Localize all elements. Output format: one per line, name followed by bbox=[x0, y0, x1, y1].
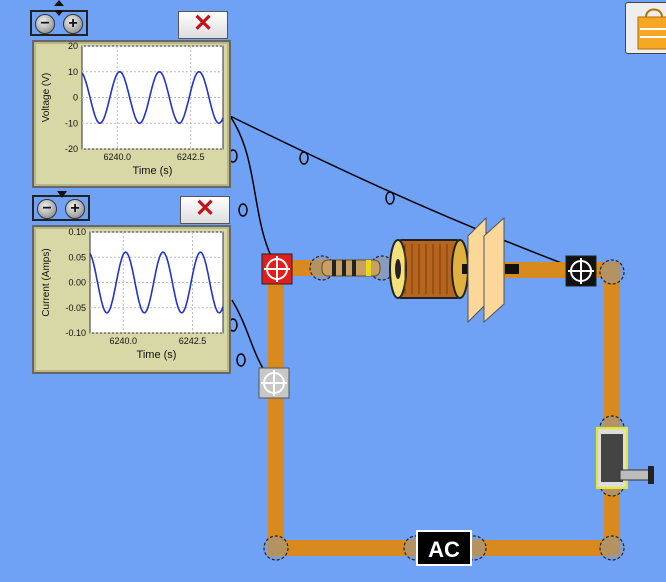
wire-junctions[interactable] bbox=[263, 255, 625, 561]
voltage-ytick-label: -10 bbox=[65, 118, 78, 128]
voltage-chart-close-button[interactable]: ✕ bbox=[178, 11, 228, 39]
current-ytick-label: 0.10 bbox=[68, 227, 86, 237]
toolbox-button[interactable] bbox=[625, 2, 666, 54]
ac-source[interactable]: AC bbox=[416, 530, 472, 566]
light-bulb[interactable] bbox=[596, 427, 654, 489]
voltage-ytick-label: 20 bbox=[68, 42, 78, 51]
voltage-series-line bbox=[81, 70, 224, 125]
inductor[interactable] bbox=[389, 239, 469, 299]
voltage-ytick-label: -20 bbox=[65, 144, 78, 154]
current-y-axis-label: Current (Amps) bbox=[41, 248, 52, 316]
current-ytick-label: -0.10 bbox=[65, 328, 86, 338]
voltage-zoom-arrows-icon[interactable] bbox=[53, 0, 65, 16]
current-x-axis-label: Time (s) bbox=[137, 349, 177, 361]
current-zoom-in-button[interactable]: + bbox=[65, 199, 85, 219]
current-zoom-out-button[interactable]: − bbox=[37, 199, 57, 219]
capacitor[interactable] bbox=[462, 216, 519, 324]
voltage-x-axis-label: Time (s) bbox=[133, 165, 173, 177]
current-ytick-label: 0.05 bbox=[68, 252, 86, 262]
circuit-wires[interactable] bbox=[268, 260, 620, 556]
voltage-zoom-out-button[interactable]: − bbox=[35, 14, 55, 34]
voltage-xtick-label: 6240.0 bbox=[103, 152, 131, 162]
current-zoom-controls: − + bbox=[32, 195, 90, 221]
voltage-ytick-label: 0 bbox=[73, 93, 78, 103]
current-xtick-label: 6240.0 bbox=[109, 336, 137, 346]
current-ytick-label: 0.00 bbox=[68, 278, 86, 288]
current-series-line bbox=[89, 251, 224, 314]
current-zoom-arrow-icon[interactable] bbox=[56, 190, 68, 198]
voltage-probe-black[interactable] bbox=[565, 255, 597, 287]
current-probe[interactable] bbox=[258, 367, 290, 399]
voltage-probe-red[interactable] bbox=[261, 253, 293, 285]
current-chart-close-button[interactable]: ✕ bbox=[180, 196, 230, 224]
shopping-bag-icon bbox=[637, 8, 666, 50]
resistor[interactable] bbox=[321, 259, 381, 277]
current-xtick-label: 6242.5 bbox=[179, 336, 207, 346]
voltage-y-axis-label: Voltage (V) bbox=[41, 73, 52, 122]
voltage-xtick-label: 6242.5 bbox=[177, 152, 205, 162]
voltage-zoom-in-button[interactable]: + bbox=[63, 14, 83, 34]
current-ytick-label: -0.05 bbox=[65, 303, 86, 313]
voltage-ytick-label: 10 bbox=[68, 67, 78, 77]
